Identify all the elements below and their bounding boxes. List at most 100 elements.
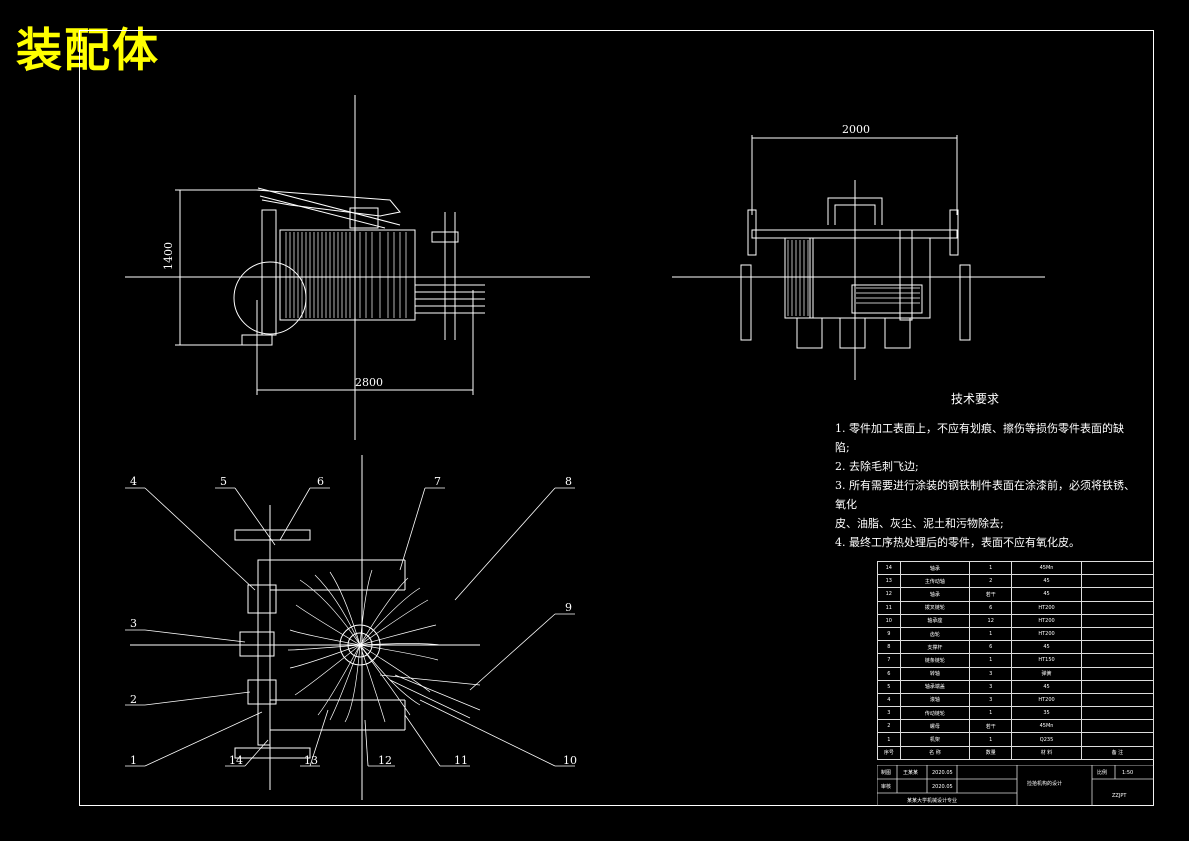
- bom-header-row: 序号名 称数量材 料备 注: [877, 745, 1155, 760]
- bom-cell: 5: [877, 679, 901, 694]
- bom-cell: 滚轴: [899, 692, 971, 708]
- bom-cell: 螺母: [899, 719, 971, 734]
- bom-cell: 35: [1011, 706, 1082, 721]
- bom-cell: [1080, 640, 1155, 655]
- bom-cell: [1080, 587, 1155, 602]
- bom-cell: 3: [969, 692, 1013, 708]
- bom-cell: HT150: [1011, 653, 1082, 668]
- balloon-1: 1: [130, 754, 137, 767]
- bom-cell: 7: [877, 653, 901, 668]
- tech-req-line-4: 皮、油脂、灰尘、泥土和污物除去;: [835, 517, 1004, 530]
- bom-cell: 3: [969, 666, 1013, 681]
- balloon-6: 6: [317, 475, 324, 488]
- bom-cell: 材 料: [1011, 745, 1082, 760]
- tb-scale: 1:50: [1122, 770, 1133, 776]
- bom-cell: 2: [877, 719, 901, 734]
- bom-cell: 6: [969, 600, 1013, 615]
- bom-cell: HT200: [1011, 600, 1082, 615]
- tb-designer: 王某某: [903, 770, 918, 776]
- tb-drawing-name: 捡拾机构的设计: [1027, 780, 1062, 787]
- bom-cell: 45: [1011, 587, 1082, 602]
- dimension-width-front: 2000: [842, 123, 870, 136]
- bom-cell: 14: [877, 560, 901, 576]
- dimension-height: 1400: [162, 242, 175, 270]
- bom-cell: Q235: [1011, 732, 1082, 747]
- tech-req-title: 技术要求: [950, 392, 999, 406]
- bom-cell: 6: [969, 640, 1013, 655]
- balloon-7: 7: [434, 475, 441, 488]
- bom-cell: 若干: [969, 587, 1013, 602]
- bom-cell: 45: [1011, 679, 1082, 694]
- bom-cell: HT200: [1011, 626, 1082, 642]
- tb-scale-label: 比例: [1097, 769, 1107, 776]
- bom-cell: [1080, 679, 1155, 694]
- bom-cell: 若干: [969, 719, 1013, 734]
- bom-cell: [1080, 613, 1155, 628]
- dimension-width-side: 2800: [355, 376, 383, 389]
- bom-cell: 3: [877, 706, 901, 721]
- tb-date2: 2020.05: [932, 784, 953, 790]
- bom-cell: HT200: [1011, 692, 1082, 708]
- bom-cell: 1: [969, 626, 1013, 642]
- bom-cell: [1080, 732, 1155, 747]
- balloon-14: 14: [229, 754, 243, 767]
- side-view-brush: [285, 232, 407, 318]
- title-block: 制图 王某某 2020.05 审核 2020.05 捡拾机构的设计 比例 1:5…: [877, 765, 1154, 806]
- balloon-13: 13: [304, 754, 318, 767]
- bom-cell: 10: [877, 613, 901, 628]
- bom-cell: 12: [969, 613, 1013, 628]
- bom-cell: [1080, 653, 1155, 668]
- tb-school: 某某大学机械设计专业: [907, 797, 957, 804]
- bom-cell: 45: [1011, 574, 1082, 589]
- bom-cell: 1: [969, 732, 1013, 747]
- bom-cell: 转轴: [899, 666, 971, 681]
- bom-cell: 轴承端盖: [899, 679, 971, 694]
- bom-cell: 3: [969, 679, 1013, 694]
- bom-cell: [1080, 626, 1155, 642]
- tech-req-line-2: 2. 去除毛刺飞边;: [835, 460, 919, 473]
- balloon-5: 5: [220, 475, 227, 488]
- balloon-4: 4: [130, 475, 137, 488]
- bom-cell: 8: [877, 640, 901, 655]
- balloon-10: 10: [563, 754, 577, 767]
- tb-date1: 2020.05: [932, 770, 953, 776]
- tech-req-line-5: 4. 最终工序热处理后的零件，表面不应有氧化皮。: [835, 536, 1080, 549]
- balloon-11: 11: [454, 754, 468, 767]
- front-view: [672, 135, 1045, 380]
- bom-cell: 11: [877, 600, 901, 615]
- bom-cell: 13: [877, 574, 901, 589]
- bom-cell: 链条链轮: [899, 653, 971, 668]
- bom-cell: 传动链轮: [899, 706, 971, 721]
- bom-cell: 1: [969, 560, 1013, 576]
- bom-cell: 2: [969, 574, 1013, 589]
- balloon-9: 9: [565, 601, 572, 614]
- bom-cell: [1080, 719, 1155, 734]
- technical-requirements: 技术要求 1. 零件加工表面上，不应有划痕、擦伤等损伤零件表面的缺陷; 2. 去…: [835, 390, 1135, 552]
- bom-cell: 机架: [899, 732, 971, 747]
- tb-code: ZZJPT: [1112, 793, 1127, 799]
- bom-cell: [1080, 692, 1155, 708]
- tech-req-line-1: 1. 零件加工表面上，不应有划痕、擦伤等损伤零件表面的缺陷;: [835, 422, 1124, 454]
- bom-cell: 主传动轴: [899, 574, 971, 589]
- balloon-3: 3: [130, 617, 137, 630]
- bom-cell: [1080, 666, 1155, 681]
- bom-cell: 数量: [969, 745, 1013, 760]
- tb-designer-label: 制图: [881, 769, 891, 776]
- bom-cell: 45Mn: [1011, 719, 1082, 734]
- front-view-brush: [787, 240, 920, 316]
- bom-cell: 9: [877, 626, 901, 642]
- bom-cell: 序号: [877, 745, 901, 760]
- balloon-12: 12: [378, 754, 392, 767]
- bom-cell: [1080, 560, 1155, 576]
- bom-cell: 拨叉链轮: [899, 600, 971, 615]
